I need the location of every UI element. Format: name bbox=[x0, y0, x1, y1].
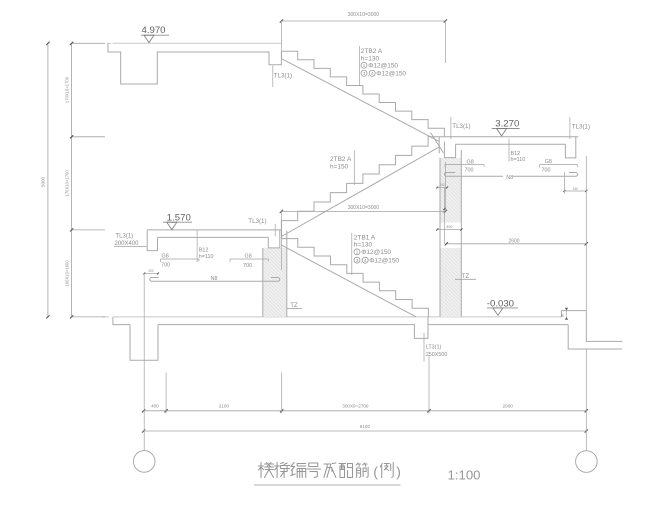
svg-text:G8: G8 bbox=[545, 159, 552, 165]
svg-text:2TB2 A: 2TB2 A bbox=[330, 156, 352, 163]
svg-text:N8: N8 bbox=[211, 276, 218, 282]
svg-text:4: 4 bbox=[364, 258, 367, 263]
svg-text:G8: G8 bbox=[467, 159, 474, 165]
svg-text:2600: 2600 bbox=[508, 238, 519, 244]
svg-text:TL3(1): TL3(1) bbox=[274, 73, 292, 80]
svg-text:1: 1 bbox=[363, 63, 366, 68]
svg-text:300X10=3000: 300X10=3000 bbox=[348, 205, 380, 211]
svg-text:80: 80 bbox=[561, 314, 565, 318]
svg-text:h=150: h=150 bbox=[330, 163, 349, 170]
svg-text:700: 700 bbox=[465, 167, 474, 173]
svg-text:h=110: h=110 bbox=[199, 254, 214, 260]
svg-text:2100: 2100 bbox=[219, 403, 230, 408]
svg-text:G8: G8 bbox=[245, 254, 252, 260]
svg-text:240: 240 bbox=[439, 183, 445, 187]
svg-text:700: 700 bbox=[542, 168, 551, 174]
svg-text:B12: B12 bbox=[199, 247, 209, 253]
svg-text:8100: 8100 bbox=[360, 424, 371, 429]
svg-text:5000: 5000 bbox=[41, 176, 46, 187]
svg-text:2900: 2900 bbox=[503, 403, 514, 408]
svg-text:170X10=1700: 170X10=1700 bbox=[64, 170, 69, 197]
svg-text:3.270: 3.270 bbox=[495, 118, 519, 129]
svg-text:240: 240 bbox=[573, 187, 579, 191]
svg-text:4: 4 bbox=[371, 71, 374, 76]
svg-text:h=130: h=130 bbox=[354, 242, 373, 249]
svg-text:Φ12@150: Φ12@150 bbox=[368, 63, 398, 70]
svg-text:TL3(1): TL3(1) bbox=[452, 123, 470, 130]
svg-text:300X9=2700: 300X9=2700 bbox=[342, 403, 369, 408]
svg-text:TL3(1): TL3(1) bbox=[248, 218, 266, 225]
svg-text:h=130: h=130 bbox=[361, 55, 380, 62]
svg-text:250X500: 250X500 bbox=[426, 352, 448, 358]
svg-text:300X10=3000: 300X10=3000 bbox=[348, 12, 380, 18]
svg-text:N8: N8 bbox=[506, 175, 513, 181]
svg-text:3: 3 bbox=[363, 71, 366, 76]
svg-text:-0.030: -0.030 bbox=[487, 299, 514, 310]
svg-text:1.570: 1.570 bbox=[167, 212, 191, 223]
svg-text:1:100: 1:100 bbox=[448, 468, 481, 483]
svg-text:170X10=1700: 170X10=1700 bbox=[64, 76, 69, 103]
svg-text:TZ: TZ bbox=[462, 274, 470, 280]
svg-text:Φ12@150: Φ12@150 bbox=[376, 71, 406, 78]
svg-text:200X400: 200X400 bbox=[115, 241, 140, 247]
svg-text:h=110: h=110 bbox=[511, 157, 526, 163]
svg-text:200: 200 bbox=[148, 269, 154, 273]
svg-text:B12: B12 bbox=[511, 151, 521, 157]
svg-text:TL3(1): TL3(1) bbox=[116, 234, 134, 240]
svg-text:TZ: TZ bbox=[290, 303, 298, 309]
svg-text:(: ( bbox=[373, 464, 378, 480]
svg-text:TL3(1): TL3(1) bbox=[572, 123, 590, 130]
svg-text:3: 3 bbox=[356, 258, 359, 263]
svg-text:): ) bbox=[396, 464, 401, 480]
svg-text:1: 1 bbox=[356, 250, 359, 255]
svg-text:400: 400 bbox=[446, 225, 452, 229]
svg-text:4.970: 4.970 bbox=[142, 25, 166, 36]
svg-text:160X10=1600: 160X10=1600 bbox=[64, 260, 69, 287]
svg-text:,: , bbox=[367, 71, 369, 78]
svg-text:G8: G8 bbox=[162, 254, 169, 260]
svg-text:Φ12@150: Φ12@150 bbox=[369, 257, 399, 264]
svg-text:Φ12@150: Φ12@150 bbox=[361, 249, 391, 256]
svg-text:LT3(1): LT3(1) bbox=[426, 345, 442, 351]
svg-text:400: 400 bbox=[151, 403, 159, 408]
svg-text:700: 700 bbox=[161, 263, 170, 269]
svg-text:700: 700 bbox=[243, 263, 252, 269]
svg-text:2TB2 A: 2TB2 A bbox=[361, 48, 383, 55]
svg-text:,: , bbox=[360, 258, 362, 265]
svg-text:2TB1 A: 2TB1 A bbox=[354, 234, 376, 241]
